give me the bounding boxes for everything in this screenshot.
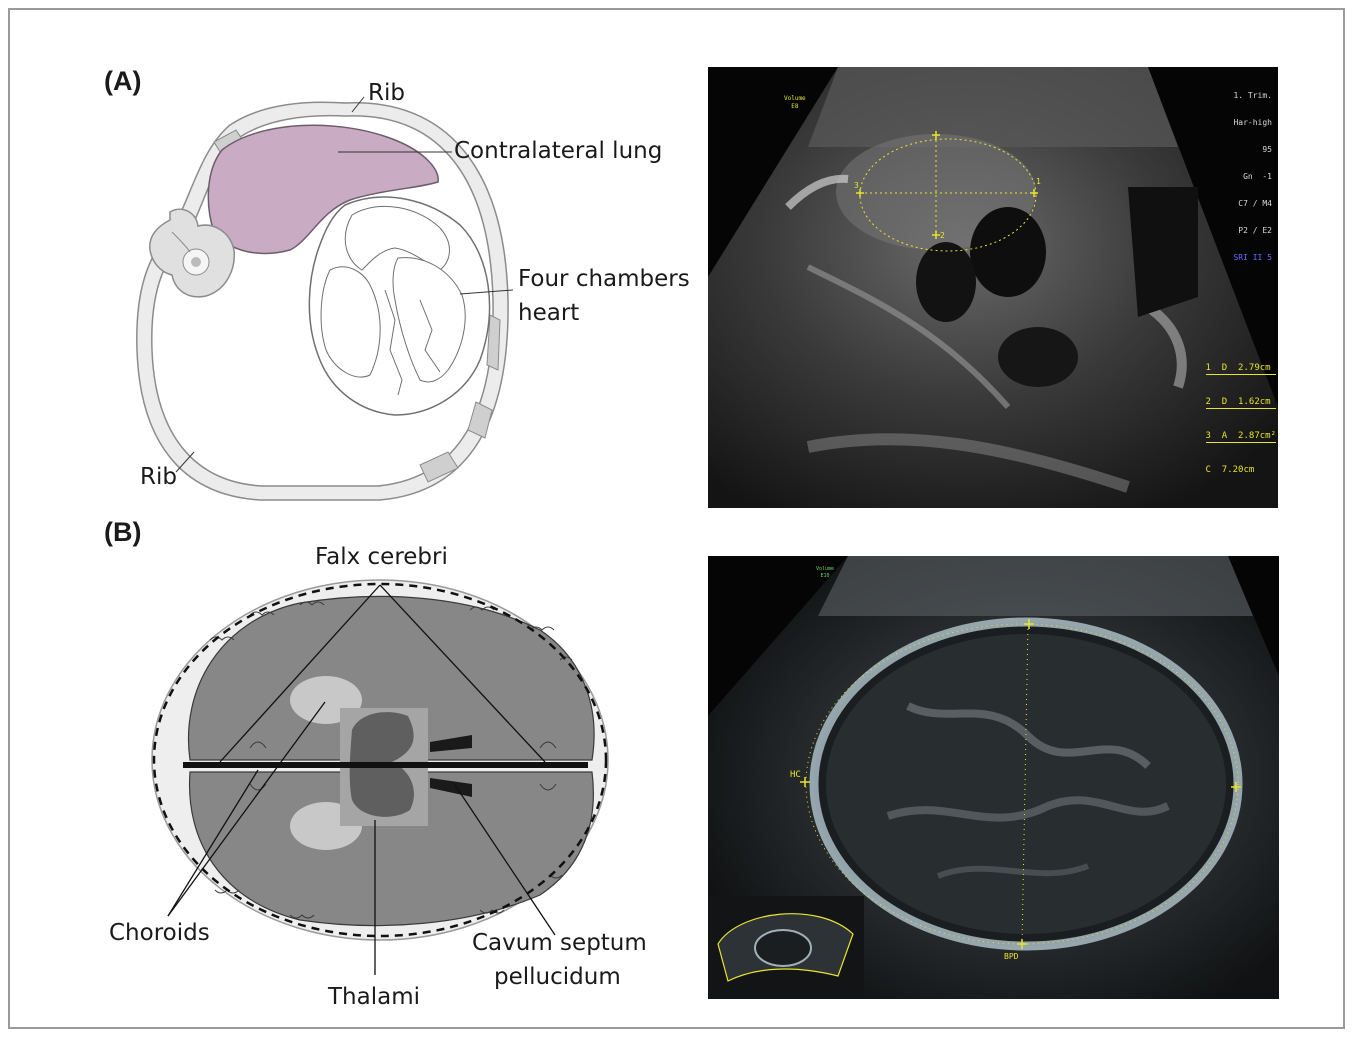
- ultrasound-thorax-scan: [708, 67, 1278, 508]
- label-pellucidum: pellucidum: [494, 964, 621, 990]
- caliper-mark-1: 1: [1036, 177, 1041, 186]
- label-falx-cerebri: Falx cerebri: [315, 544, 448, 570]
- bpd-label: BPD: [1004, 952, 1018, 961]
- hc-label: HC: [790, 770, 801, 780]
- label-cavum-septum: Cavum septum: [472, 930, 647, 956]
- scanner-settings: 1. Trim. Har-high 95 Gn -1 C7 / M4 P2 / …: [1233, 73, 1272, 280]
- label-choroids: Choroids: [109, 920, 210, 946]
- measurement-readout: 1 D 2.79cm 2 D 1.62cm 3 A 2.87cm² C 7.20…: [1206, 341, 1276, 498]
- caliper-mark-2: 2: [940, 231, 945, 240]
- brain-diagram: [0, 0, 700, 1037]
- label-thalami: Thalami: [328, 984, 420, 1010]
- caliper-mark-3: 3: [854, 181, 859, 190]
